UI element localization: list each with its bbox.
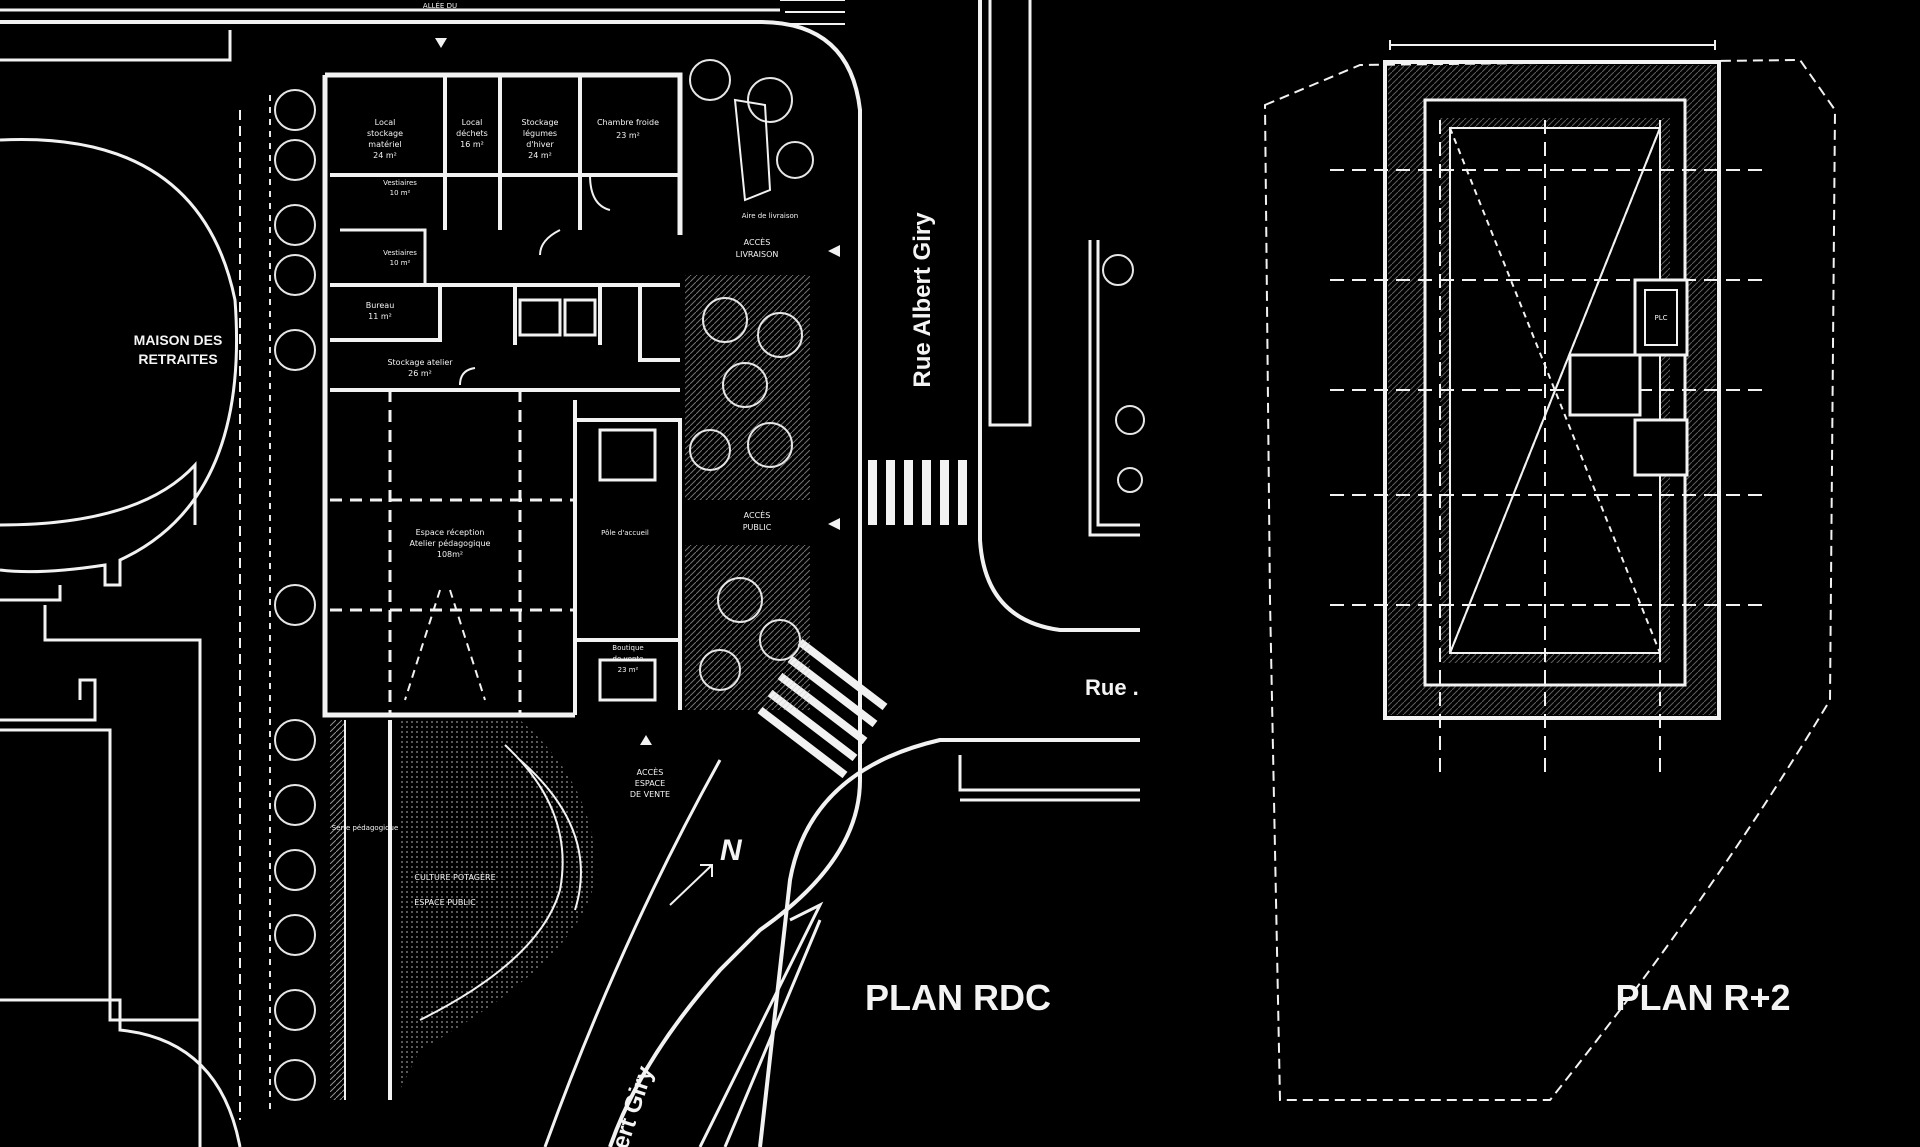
label-serre: Serre pédagogique	[332, 824, 399, 832]
label-maison-retraites-1: MAISON DES	[134, 332, 223, 348]
label-local-dechets-2: déchets	[456, 128, 488, 138]
crosswalk-east	[868, 460, 967, 525]
label-point-accueil: Pôle d'accueil	[601, 529, 649, 537]
label-chambre-froide-2: 23 m²	[616, 131, 640, 140]
label-local-stockage-2: stockage	[367, 129, 403, 138]
label-acces-livraison-1: ACCÈS	[744, 236, 771, 247]
street-rue-albert-giry-upper: Rue Albert Giry	[909, 212, 936, 388]
label-acces-vente-2: ESPACE	[635, 779, 665, 788]
label-vestiaires-2: 10 m²	[390, 189, 411, 197]
rdc-building	[322, 38, 840, 745]
label-plc: PLC	[1654, 314, 1667, 322]
landscape-east	[685, 59, 1145, 710]
plan-r2: PLC	[1263, 40, 1837, 1101]
label-local-stockage-4: 24 m²	[373, 151, 397, 160]
label-acces-livraison-2: LIVRAISON	[736, 250, 779, 259]
label-stockage-hiver-2: légumes	[523, 128, 557, 138]
label-local-dechets: Local	[462, 118, 483, 127]
label-boutique: Boutique	[612, 644, 643, 652]
label-stockage-atelier-2: 26 m²	[408, 369, 432, 378]
label-top-street: ALLÉE DU	[423, 1, 457, 10]
street-rue-cut: Rue .	[1085, 675, 1139, 700]
label-local-stockage-3: matériel	[368, 139, 401, 149]
label-espace-accueil-3: 108m²	[437, 550, 463, 559]
site-context	[0, 0, 1140, 1147]
label-acces-vente-3: DE VENTE	[630, 790, 670, 799]
label-boutique-3: 23 m²	[618, 666, 639, 674]
label-culture-potagere: CULTURE POTAGÈRE	[414, 871, 495, 882]
plan-rdc-title: PLAN RDC	[865, 977, 1051, 1018]
label-stockage-hiver-4: 24 m²	[528, 151, 552, 160]
label-acces-public-2: PUBLIC	[743, 523, 772, 532]
label-acces-vente-1: ACCÈS	[637, 766, 664, 777]
label-local-stockage: Local	[375, 118, 396, 127]
label-vestiaires-b-2: 10 m²	[390, 259, 411, 267]
north-label: N	[720, 834, 743, 867]
label-maison-retraites-2: RETRAITES	[138, 351, 217, 367]
label-vestiaires: Vestiaires	[383, 179, 417, 187]
label-vestiaires-b: Vestiaires	[383, 249, 417, 257]
label-acces-public-1: ACCÈS	[744, 509, 771, 520]
label-boutique-2: de vente	[613, 655, 644, 663]
label-bureau: Bureau	[366, 301, 395, 310]
street-rue-albert-giry-lower: ert Giry	[607, 1062, 659, 1147]
label-stockage-hiver: Stockage	[522, 118, 559, 127]
tree-row-west	[269, 89, 316, 1110]
label-stockage-hiver-3: d'hiver	[526, 140, 554, 149]
label-espace-accueil-2: Atelier pédagogique	[410, 538, 491, 548]
garden-south	[330, 720, 596, 1100]
label-local-dechets-3: 16 m²	[460, 140, 484, 149]
label-chambre-froide: Chambre froide	[597, 118, 659, 127]
plan-r2-title: PLAN R+2	[1615, 977, 1790, 1018]
label-espace-accueil: Espace réception	[416, 527, 485, 537]
room-labels: ALLÉE DU MAISON DES RETRAITES Local stoc…	[134, 1, 799, 907]
label-espace-public: ESPACE PUBLIC	[414, 898, 476, 907]
label-aire-livraison: Aire de livraison	[742, 212, 798, 220]
label-stockage-atelier: Stockage atelier	[387, 358, 453, 367]
label-bureau-2: 11 m²	[368, 312, 392, 321]
north-arrow: N	[669, 834, 743, 906]
